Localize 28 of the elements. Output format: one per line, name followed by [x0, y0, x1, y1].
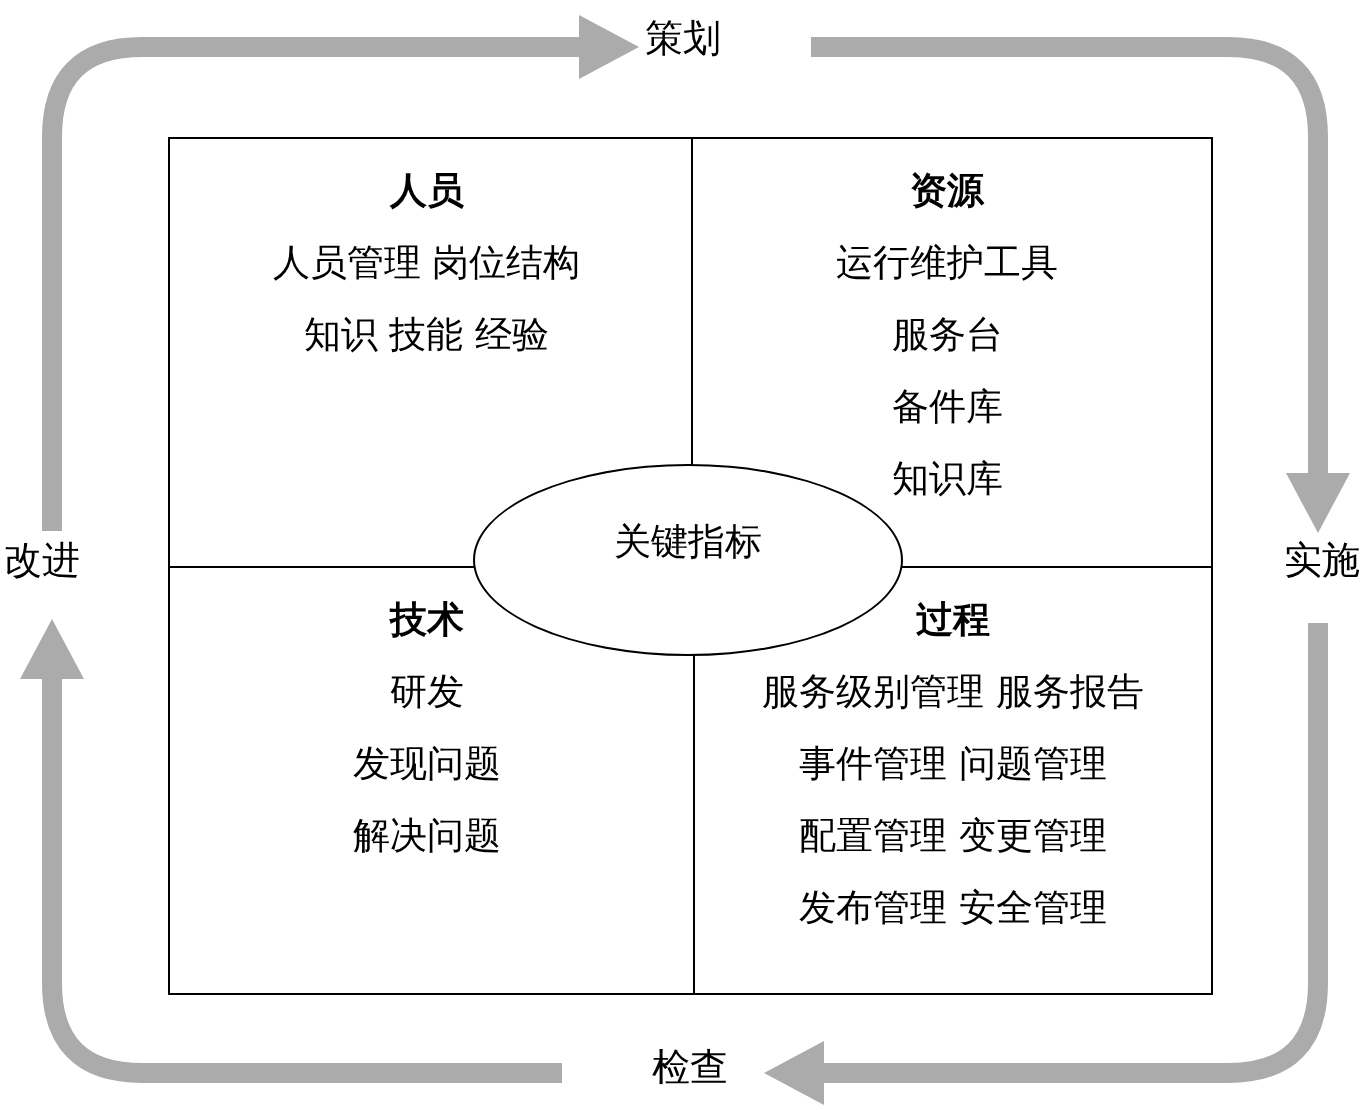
stage-label: 实施	[1284, 537, 1360, 583]
quadrant-heading: 人员	[389, 169, 464, 213]
item-text: 研发	[389, 670, 464, 714]
stage-label: 检查	[652, 1044, 728, 1090]
quadrant-heading: 资源	[910, 169, 984, 213]
item-text: 服务级别管理 服务报告	[762, 670, 1144, 714]
item-text: 备件库	[891, 385, 1003, 429]
item-text: 发布管理 安全管理	[799, 886, 1107, 930]
stage-label: 改进	[4, 537, 80, 583]
item-text: 配置管理 变更管理	[799, 814, 1107, 858]
cycle-arrow	[811, 37, 1350, 533]
stage-label: 策划	[645, 15, 721, 61]
quadrant-heading: 技术	[389, 598, 464, 642]
item-text: 知识库	[891, 457, 1003, 501]
cycle-arrow	[20, 619, 562, 1083]
ellipse-label: 关键指标	[614, 520, 762, 564]
quadrant-panel	[693, 566, 1213, 995]
item-text: 运行维护工具	[836, 241, 1058, 285]
item-text: 发现问题	[352, 742, 501, 786]
quadrant-heading: 过程	[916, 598, 990, 642]
item-text: 解决问题	[352, 814, 501, 858]
item-text: 知识 技能 经验	[303, 313, 550, 357]
cycle-arrow	[764, 623, 1328, 1105]
item-text: 人员管理 岗位结构	[272, 241, 581, 285]
item-text: 事件管理 问题管理	[799, 742, 1107, 786]
item-text: 服务台	[891, 313, 1003, 357]
quadrant-panel	[168, 566, 695, 995]
cycle-arrow	[42, 15, 639, 531]
